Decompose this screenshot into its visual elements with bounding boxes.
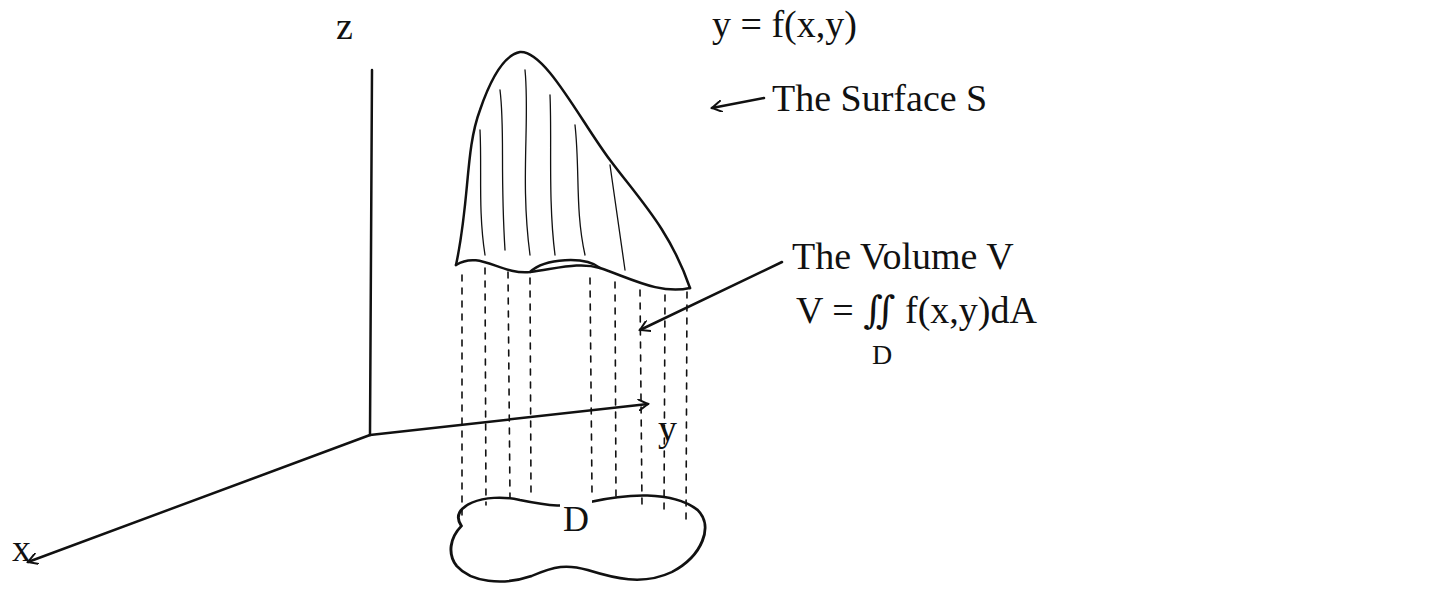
surface-shading [500,90,505,250]
volume-line [485,268,486,505]
volume-line [664,295,665,515]
leader-arrow [640,262,782,330]
surface-shading [550,95,555,255]
label-text: D [872,340,892,371]
surface-outline [456,52,690,288]
region-shape: D [438,486,714,588]
label-text: The Surface S [772,78,987,120]
label-text: x [12,528,31,570]
surface-lip [530,260,600,272]
surface-shading [610,165,625,270]
label-text: The Volume V [792,236,1014,278]
volume-line [508,272,510,498]
label-text: z [336,6,353,48]
surface-rim [456,260,690,289]
volume-line [640,290,642,505]
x-axis [28,435,370,562]
region-label: D [560,500,592,540]
surface-shading [480,130,485,255]
volume-line [590,278,592,492]
volume-line [461,275,463,515]
volume-line [530,278,531,492]
label-text: y = f(x,y) [712,4,857,46]
volume-line [615,282,616,498]
z-axis [370,70,372,435]
label-text: y [658,408,677,450]
leader-arrow [712,98,764,108]
surface-shading [525,70,530,255]
volume-line [686,292,687,525]
label-text: V = ∬ f(x,y)dA [796,290,1037,332]
surface-shading [575,125,585,255]
